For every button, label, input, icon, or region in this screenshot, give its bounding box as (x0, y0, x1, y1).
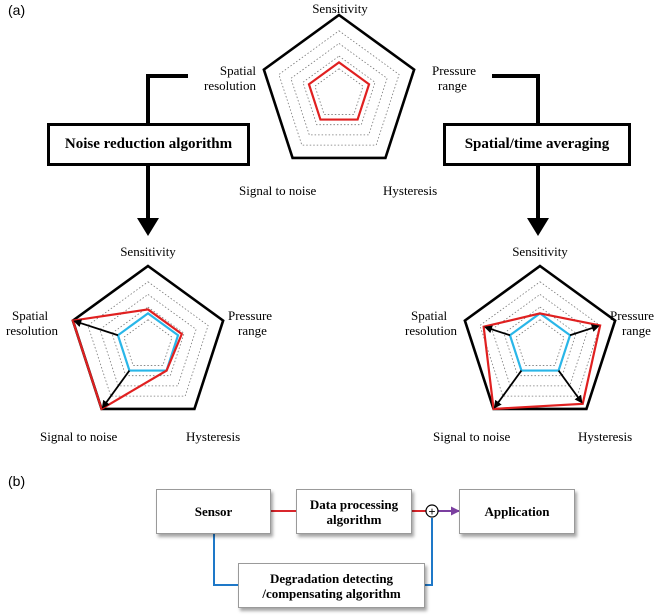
right-label-pressure-range: Pressure range (610, 308, 655, 338)
right-label-sensitivity: Sensitivity (512, 244, 568, 259)
radar-grid-ring (290, 42, 388, 136)
radar-series-2 (71, 308, 184, 411)
radar-grid-ring (314, 68, 364, 115)
panel-a-label: (a) (8, 2, 26, 18)
radar-series-1 (508, 312, 572, 372)
flow-line-sensor-to-degradation (213, 533, 238, 586)
left-label-spatial-resolution: Spatial resolution (6, 308, 58, 338)
radar-grid-ring (479, 281, 601, 397)
connector-right-top (492, 74, 540, 125)
right-label-spatial-resolution: Spatial resolution (405, 308, 457, 338)
improvement-arrow-spatial-resolution (73, 319, 119, 337)
improvement-arrow-signal-to-noise (101, 370, 131, 409)
left-label-hysteresis: Hysteresis (186, 429, 241, 444)
radar-grid-ring (123, 319, 173, 366)
radar-grid-ring (302, 55, 376, 126)
improvement-arrow-signal-to-noise (493, 370, 523, 409)
radar-chart-original (262, 13, 416, 160)
improvement-arrow-spatial-resolution (484, 325, 511, 337)
connector-left-top (146, 74, 188, 125)
top-label-pressure-range: Pressure range (432, 63, 477, 93)
left-label-sensitivity: Sensitivity (120, 244, 176, 259)
radar-grid-ring (515, 319, 565, 366)
radar-series-2 (482, 312, 602, 411)
radar-chart-noise-reduction (71, 264, 225, 411)
radar-outer-frame (71, 264, 225, 411)
improvement-arrow-hysteresis (557, 370, 583, 404)
top-label-sensitivity: Sensitivity (312, 1, 368, 16)
radar-series-1 (307, 61, 371, 121)
flow-line-degradation-to-sum (425, 518, 433, 586)
sum-symbol: + (428, 505, 435, 519)
radar-grid-ring (111, 306, 185, 377)
noise-reduction-algorithm-box: Noise reduction algorithm (47, 123, 250, 166)
panel-b-label: (b) (8, 473, 26, 489)
right-label-hysteresis: Hysteresis (578, 429, 633, 444)
radar-outer-frame (463, 264, 617, 411)
radar-series-1 (116, 312, 180, 372)
spatial-time-averaging-box: Spatial/time averaging (443, 123, 631, 166)
left-label-signal-to-noise: Signal to noise (40, 429, 118, 444)
radar-outer-frame (262, 13, 416, 160)
right-label-signal-to-noise: Signal to noise (433, 429, 511, 444)
radar-grid-ring (491, 293, 589, 387)
application-box: Application (459, 489, 575, 534)
radar-grid-ring (278, 30, 400, 146)
arrowhead-right-icon (527, 218, 549, 236)
sensor-box: Sensor (156, 489, 271, 534)
radar-grid-ring (99, 293, 197, 387)
top-label-hysteresis: Hysteresis (383, 183, 438, 198)
radar-grid-ring (87, 281, 209, 397)
top-label-signal-to-noise: Signal to noise (239, 183, 317, 198)
top-label-spatial-resolution: Spatial resolution (204, 63, 256, 93)
improvement-arrow-pressure-range (569, 324, 600, 337)
radar-grid-ring (503, 306, 577, 377)
sum-junction-icon (425, 504, 439, 518)
left-label-pressure-range: Pressure range (228, 308, 273, 338)
arrowhead-left-icon (137, 218, 159, 236)
radar-chart-spatial-averaging (463, 264, 617, 411)
degradation-compensation-box: Degradation detecting /compensating algo… (238, 563, 425, 608)
data-processing-box: Data processing algorithm (296, 489, 412, 534)
